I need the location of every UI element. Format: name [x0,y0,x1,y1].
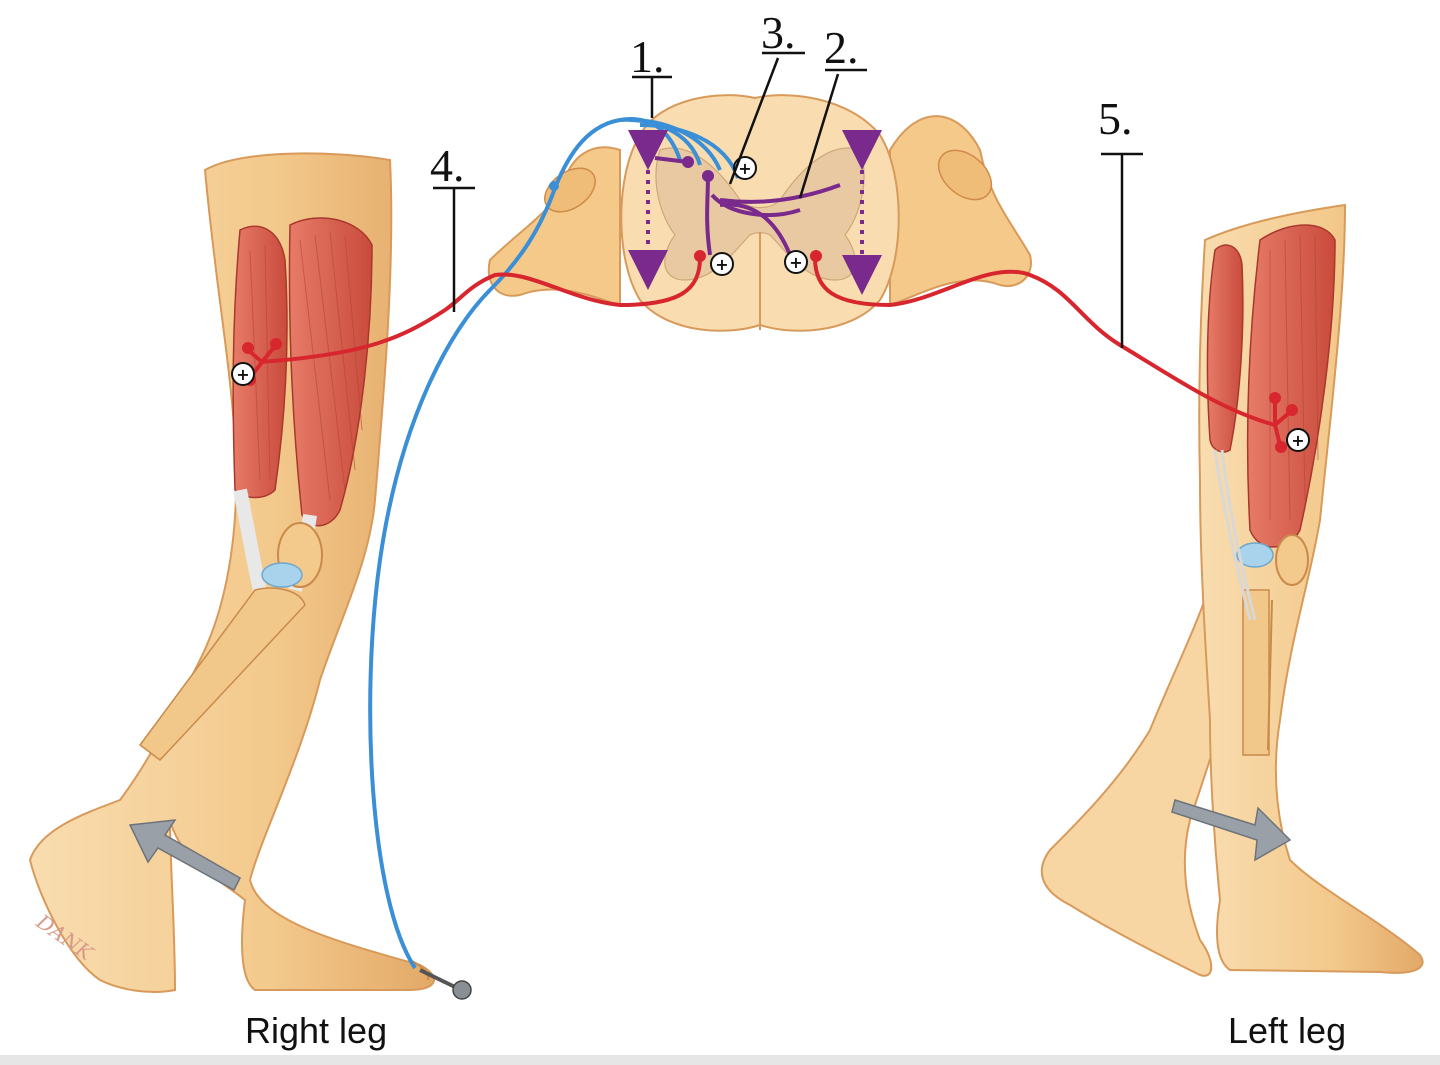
svg-text:+: + [236,365,249,384]
left-leg-motor-ending [1269,392,1298,453]
sensory-neuron-cell-body [549,181,559,191]
right-spinal-nerve-root [889,115,1032,307]
excitatory-synapse-marker-2: + [710,252,734,276]
callout-label-5: 5. [1098,93,1133,144]
interneurons [654,156,841,256]
callout-label-3: 3. [761,7,796,58]
bottom-border-bar [0,1055,1440,1065]
motor-neurons [259,257,1276,427]
right-leg-caption: Right leg [245,1010,387,1051]
right-leg-skin [28,152,435,993]
left-leg-patella [1275,534,1309,586]
right-leg-illustration: DANK [28,152,472,1000]
right-dorsal-root-ganglion [937,149,993,201]
callout-label-2: 2. [824,22,859,73]
excitatory-synapse-marker-5: + [1286,428,1310,452]
sensory-neuron [368,117,740,970]
excitatory-synapse-marker-4: + [231,362,255,386]
left-leg-illustration [1040,203,1424,977]
svg-text:+: + [715,255,728,274]
left-leg-extension-arrow [1171,799,1292,862]
spinal-cord-cross-section [242,94,1298,970]
left-leg-tibia [1242,589,1270,756]
left-spinal-nerve-root [487,146,621,307]
ascending-descending-pathways [628,130,882,295]
callout-label-1: 1. [630,31,665,82]
right-leg-flexion-arrow [128,819,241,892]
left-leg-caption: Left leg [1228,1010,1346,1051]
svg-text:+: + [738,159,751,178]
excitatory-synapse-marker-3: + [784,250,808,274]
callout-label-4: 4. [430,140,465,191]
callout-leader-lines [433,51,1143,348]
right-leg-tibia [138,587,306,762]
svg-text:+: + [1291,431,1304,450]
svg-text:+: + [789,253,802,272]
left-leg-rear-leg [1040,567,1247,977]
tack-stimulus-icon [419,968,472,1000]
